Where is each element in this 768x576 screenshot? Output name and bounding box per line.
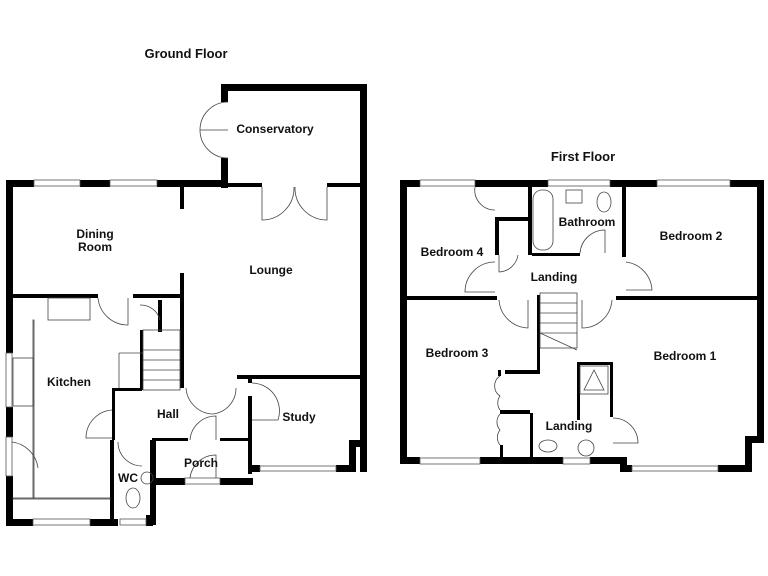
- basin-icon: [565, 189, 583, 204]
- window: [547, 179, 611, 187]
- toilet-icon: [125, 487, 141, 509]
- room-label-dining-2: Room: [78, 240, 112, 254]
- ground-floor-labels: Conservatory Dining Room Lounge Kitchen …: [47, 122, 316, 485]
- first-floor-labels: Bathroom Bedroom 4 Bedroom 2 Landing Bed…: [421, 215, 723, 433]
- room-label-hall: Hall: [157, 407, 179, 421]
- ground-floor-plan: Ground Floor: [5, 46, 367, 526]
- staircase-icon: [118, 329, 181, 391]
- room-label-dining-1: Dining: [76, 227, 113, 241]
- room-label-bathroom: Bathroom: [559, 215, 616, 229]
- window: [119, 518, 147, 526]
- ground-floor-fixtures: [11, 101, 328, 509]
- ground-floor-windows: [5, 179, 337, 526]
- window: [259, 465, 337, 472]
- room-label-bedroom-1: Bedroom 1: [654, 349, 717, 363]
- room-label-landing: Landing: [531, 270, 578, 284]
- kitchen-door-frame: [5, 436, 13, 477]
- hob-icon: [47, 297, 91, 321]
- staircase-icon: [539, 292, 578, 351]
- window: [109, 179, 158, 187]
- window: [33, 179, 81, 187]
- toilet-icon: [596, 191, 612, 213]
- room-label-lounge: Lounge: [249, 263, 293, 277]
- first-floor-plan: First Floor: [400, 149, 764, 472]
- room-label-landing-lower: Landing: [546, 419, 593, 433]
- shower-icon: [579, 365, 609, 395]
- window: [656, 179, 731, 187]
- first-floor-windows: [419, 179, 731, 472]
- first-floor-title: First Floor: [551, 149, 615, 164]
- porch-door-frame: [184, 477, 221, 485]
- window: [5, 352, 13, 408]
- bath-icon: [532, 189, 554, 251]
- window: [419, 457, 481, 465]
- room-label-kitchen: Kitchen: [47, 375, 91, 389]
- basin-icon: [577, 439, 595, 457]
- room-label-conservatory: Conservatory: [236, 122, 314, 136]
- ground-floor-walls: [6, 84, 367, 526]
- room-label-bedroom-4: Bedroom 4: [421, 245, 484, 259]
- room-label-study: Study: [282, 410, 316, 424]
- ground-floor-title: Ground Floor: [144, 46, 227, 61]
- window: [631, 465, 719, 472]
- toilet-icon: [538, 439, 558, 453]
- room-label-bedroom-3: Bedroom 3: [426, 346, 489, 360]
- room-label-bedroom-2: Bedroom 2: [660, 229, 723, 243]
- window: [419, 179, 476, 187]
- first-floor-walls: [400, 180, 764, 472]
- room-label-wc: WC: [118, 471, 138, 485]
- sink-icon: [12, 357, 34, 407]
- window: [562, 457, 591, 465]
- room-label-porch: Porch: [184, 456, 218, 470]
- basin-icon: [140, 471, 154, 485]
- first-floor-fixtures: [464, 186, 653, 457]
- window: [32, 518, 91, 526]
